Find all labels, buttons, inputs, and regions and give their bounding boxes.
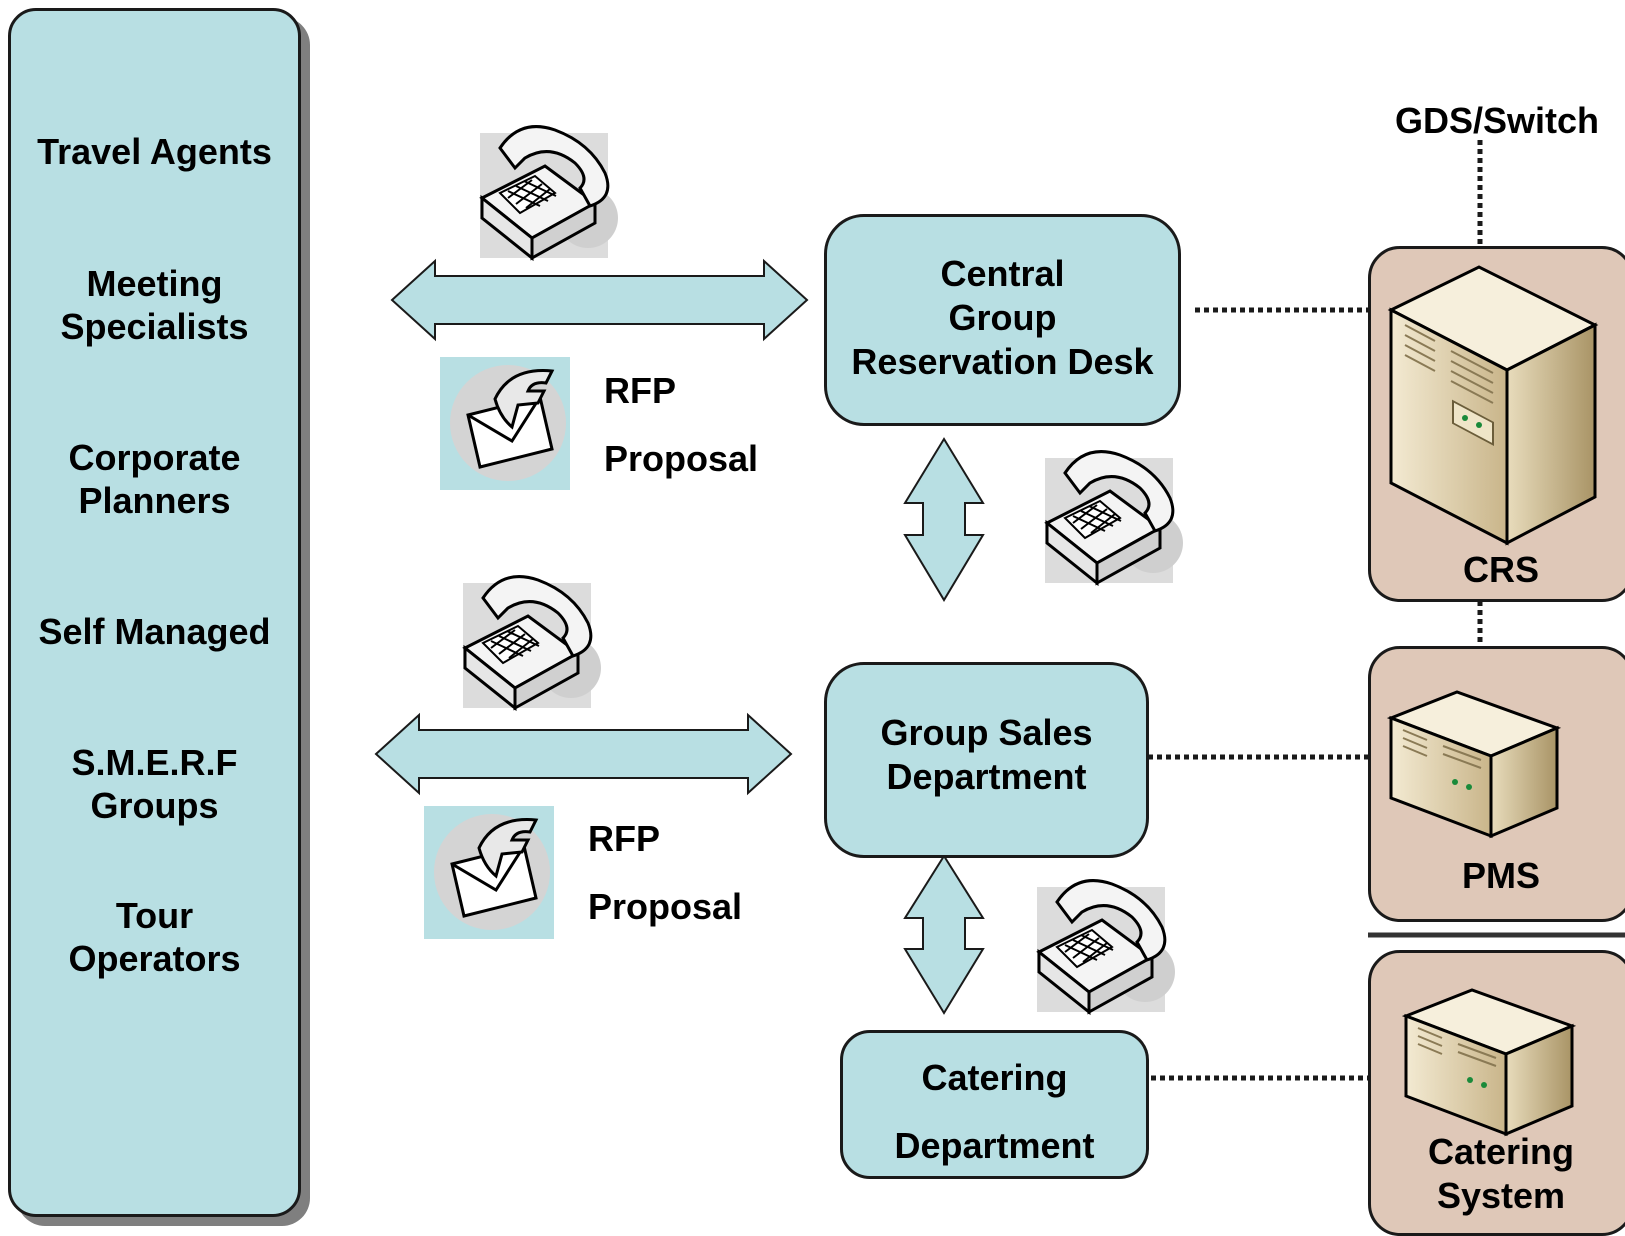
server-icon <box>1387 690 1562 839</box>
telephone-icon <box>462 575 601 712</box>
crs-label: CRS <box>1462 549 1539 590</box>
source-corporate-planners-line2: Planners <box>78 480 231 521</box>
telephone-icon <box>1044 450 1183 587</box>
double-arrow-vertical-top <box>903 437 985 602</box>
group-sources-panel: Travel Agents Meeting Specialists Corpor… <box>8 8 301 1217</box>
source-meeting-specialists-line1: Meeting <box>86 263 223 304</box>
group-sales-line1: Group Sales <box>880 712 1093 753</box>
rfp-label-top: RFP <box>604 370 676 411</box>
catering-system-line1: Catering <box>1427 1131 1575 1172</box>
central-desk-line1: Central <box>940 253 1065 294</box>
gds-switch-label: GDS/Switch <box>1395 100 1600 141</box>
catering-system-line2: System <box>1436 1175 1566 1216</box>
source-smerf-line1: S.M.E.R.F <box>71 742 238 783</box>
proposal-label-bottom: Proposal <box>588 886 743 927</box>
source-travel-agents: Travel Agents <box>37 131 272 172</box>
source-tour-operators-line1: Tour <box>115 895 194 936</box>
source-meeting-specialists-line2: Specialists <box>60 306 249 347</box>
catering-department: Catering Department <box>840 1030 1149 1179</box>
pms-label: PMS <box>1461 855 1540 896</box>
double-arrow-top <box>390 258 809 342</box>
server-icon <box>1402 988 1577 1137</box>
source-corporate-planners-line1: Corporate <box>68 437 241 478</box>
central-desk-line3: Reservation Desk <box>851 341 1154 382</box>
central-desk-line2: Group <box>948 297 1057 338</box>
telephone-icon <box>1036 879 1175 1016</box>
double-arrow-bottom <box>374 712 793 796</box>
source-self-managed: Self Managed <box>38 611 271 652</box>
source-tour-operators-line2: Operators <box>68 938 241 979</box>
telephone-icon <box>479 125 618 262</box>
proposal-label-top: Proposal <box>604 438 759 479</box>
group-sales-line2: Department <box>886 756 1087 797</box>
catering-department-line1: Catering <box>921 1057 1068 1098</box>
email-envelope-icon <box>424 806 554 939</box>
email-envelope-icon <box>440 357 570 490</box>
server-icon <box>1387 265 1599 546</box>
rfp-label-bottom: RFP <box>588 818 660 859</box>
double-arrow-vertical-bottom <box>903 854 985 1015</box>
source-smerf-line2: Groups <box>90 785 219 826</box>
central-group-reservation-desk: Central Group Reservation Desk <box>824 214 1181 426</box>
group-sales-department: Group Sales Department <box>824 662 1149 858</box>
catering-department-line2: Department <box>894 1125 1095 1166</box>
